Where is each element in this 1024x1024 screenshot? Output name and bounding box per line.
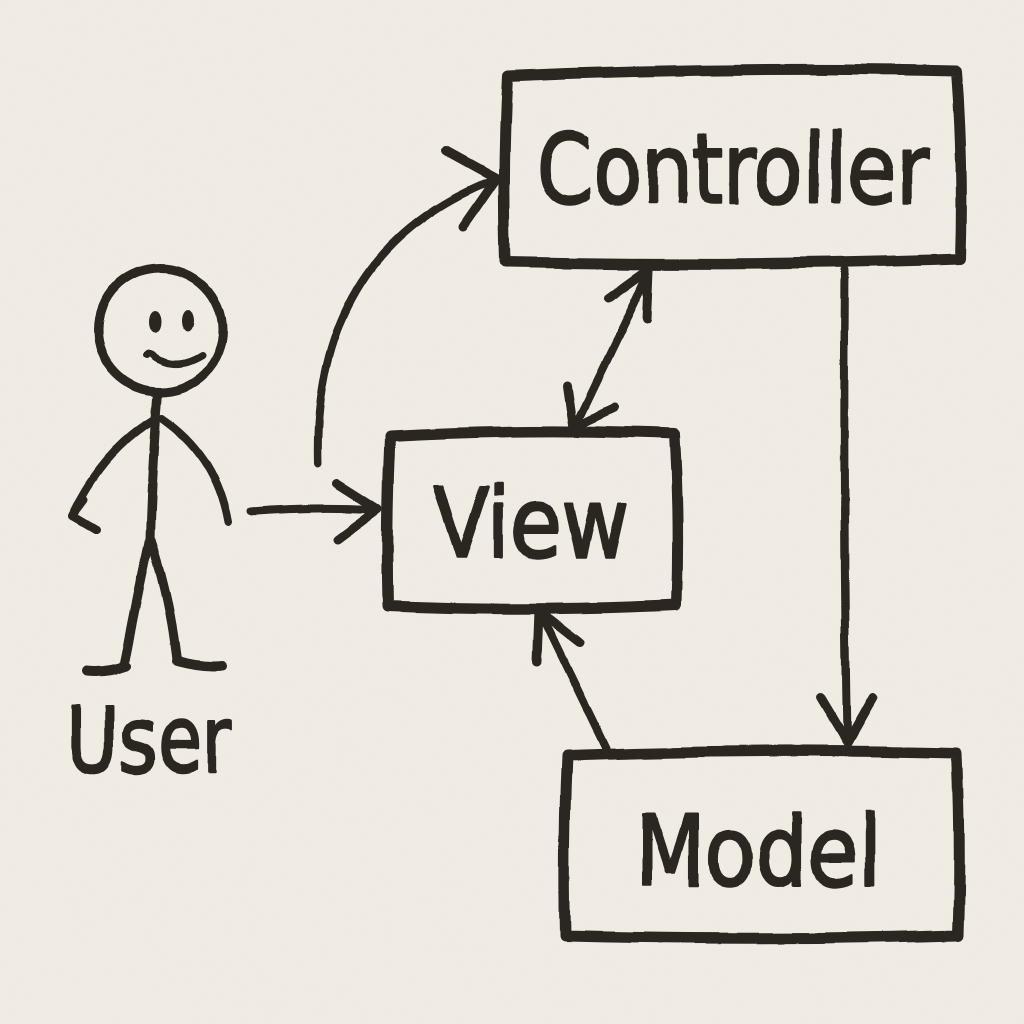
- arrow-view-controller-bidirectional: [562, 264, 654, 433]
- arrowhead-up-right-icon: [441, 145, 502, 232]
- arrowhead-down-icon: [815, 692, 878, 748]
- user-eye-right: [181, 309, 193, 331]
- user-eye-left: [149, 311, 161, 333]
- user-hand-left: [68, 496, 100, 534]
- arrow-user-to-view: [246, 478, 383, 544]
- model-box: [558, 745, 965, 944]
- user-leg-left: [120, 535, 155, 668]
- user-body: [145, 387, 163, 545]
- arrowhead-up-left-icon: [532, 606, 585, 667]
- user-figure: [68, 263, 232, 677]
- user-smile: [143, 350, 205, 368]
- user-foot-left: [83, 661, 132, 677]
- user-leg-right: [146, 535, 182, 665]
- view-box: [381, 425, 683, 615]
- ink-layer: Controller View Model User: [65, 63, 967, 944]
- controller-label: Controller: [537, 114, 929, 226]
- arrow-controller-to-model: [815, 266, 878, 748]
- user-arm-right: [158, 414, 232, 526]
- model-label: Model: [635, 796, 882, 908]
- view-label: View: [433, 468, 629, 580]
- labels-layer: Controller View Model User: [65, 113, 931, 910]
- arrow-user-to-controller: [313, 145, 502, 467]
- controller-box: [498, 63, 967, 270]
- user-label: User: [66, 687, 232, 794]
- user-foot-right: [172, 656, 226, 672]
- arrowhead-right-icon: [332, 478, 383, 544]
- arrowhead-down-icon: [562, 381, 620, 433]
- user-eyes: [149, 309, 193, 333]
- arrowhead-up-icon: [604, 264, 654, 324]
- arrow-model-to-view: [532, 606, 610, 752]
